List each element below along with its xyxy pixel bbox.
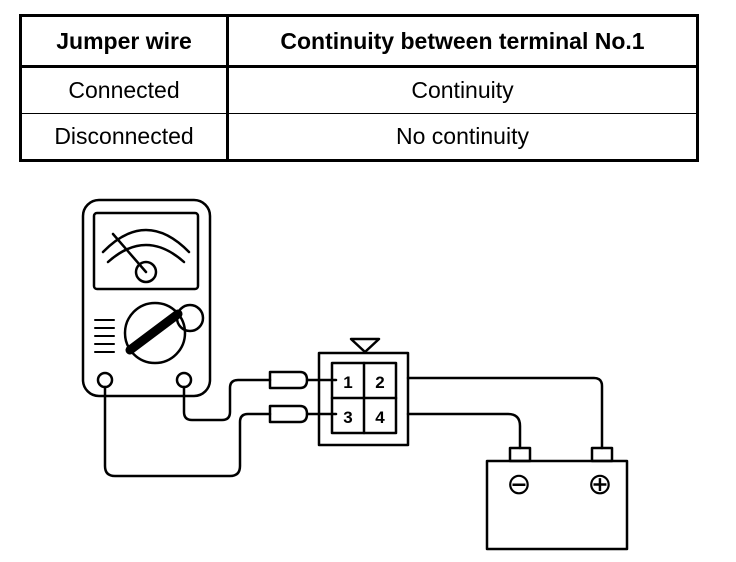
table-header-continuity: Continuity between terminal No.1 (227, 15, 698, 68)
meter-probe-wire-left (103, 385, 272, 478)
probe-tip-lower (268, 404, 338, 424)
continuity-table: Jumper wire Continuity between terminal … (19, 14, 699, 162)
table-cell-no-continuity: No continuity (227, 113, 698, 161)
table-header-jumper-wire: Jumper wire (20, 15, 229, 68)
table-row: Connected Continuity (20, 66, 698, 114)
table-row: Disconnected No continuity (20, 113, 698, 161)
battery-icon (485, 446, 629, 551)
table-cell-continuity: Continuity (227, 66, 698, 114)
meter-probe-wire-right (182, 378, 272, 422)
probe-tip-upper (268, 370, 338, 390)
table-header-row: Jumper wire Continuity between terminal … (20, 15, 698, 68)
terminal-4-label: 4 (375, 408, 385, 427)
terminal-2-label: 2 (375, 373, 384, 392)
jumper-wire-terminal-4 (406, 412, 522, 450)
terminal-3-label: 3 (343, 408, 352, 427)
terminal-1-label: 1 (343, 373, 352, 392)
battery-negative-icon: ⊖ (506, 467, 531, 502)
connector-icon (317, 337, 410, 447)
table-cell-connected: Connected (20, 66, 229, 114)
table-cell-disconnected: Disconnected (20, 113, 229, 161)
battery-positive-icon: ⊕ (587, 467, 612, 502)
jumper-wire-terminal-2 (406, 376, 604, 450)
ohmmeter-icon (81, 198, 212, 398)
